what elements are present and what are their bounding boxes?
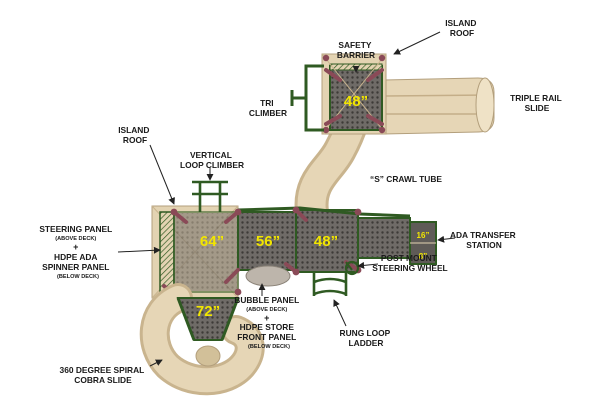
bubble-panel-shape [245, 265, 291, 287]
label-spiral-slide: 360 DEGREE SPIRAL COBRA SLIDE [60, 365, 147, 385]
tri-climber [290, 64, 324, 132]
deck-height-top: 48” [344, 93, 368, 110]
deck-height-72: 72” [196, 303, 220, 320]
callout-arrows [117, 31, 456, 367]
deck-height-56: 56” [256, 233, 280, 250]
triple-rail-slide [383, 77, 495, 135]
label-tri-climber: TRI CLIMBER [249, 98, 287, 118]
top-deck: 48” [321, 53, 387, 135]
spiral-slide [139, 283, 265, 396]
label-ada-transfer-station: ADA TRANSFER STATION [450, 230, 518, 250]
label-vertical-loop-climber: VERTICAL LOOP CLIMBER [180, 150, 244, 170]
label-post-mount-steering-wheel: POST MOUNT STEERING WHEEL [372, 253, 447, 273]
label-triple-rail-slide: TRIPLE RAIL SLIDE [510, 93, 564, 113]
deck-height-48: 48” [314, 233, 338, 250]
rung-loop-ladder [312, 272, 348, 296]
label-island-roof-left: ISLAND ROOF [118, 125, 152, 145]
label-island-roof-top: ISLAND ROOF [445, 18, 479, 38]
deck-height-ada-8: 8” [419, 252, 427, 261]
label-bubble-panel: BUBBLE PANEL (ABOVE DECK) + HDPE STORE F… [234, 290, 303, 350]
deck-height-ada-16: 16” [417, 231, 430, 240]
label-safety-barrier: SAFETY BARRIER [337, 40, 375, 60]
vertical-loop-climber [192, 180, 228, 212]
label-rung-loop-ladder: RUNG LOOP LADDER [340, 328, 393, 348]
deck-72: 72” [176, 297, 240, 341]
deck-height-64: 64” [200, 233, 224, 250]
main-deck-row: 16” 8” 64” 56” 48” [151, 205, 437, 299]
label-s-crawl-tube: “S” CRAWL TUBE [370, 174, 442, 184]
label-steering-panel: STEERING PANEL (ABOVE DECK) + HDPE ADA S… [39, 219, 116, 280]
